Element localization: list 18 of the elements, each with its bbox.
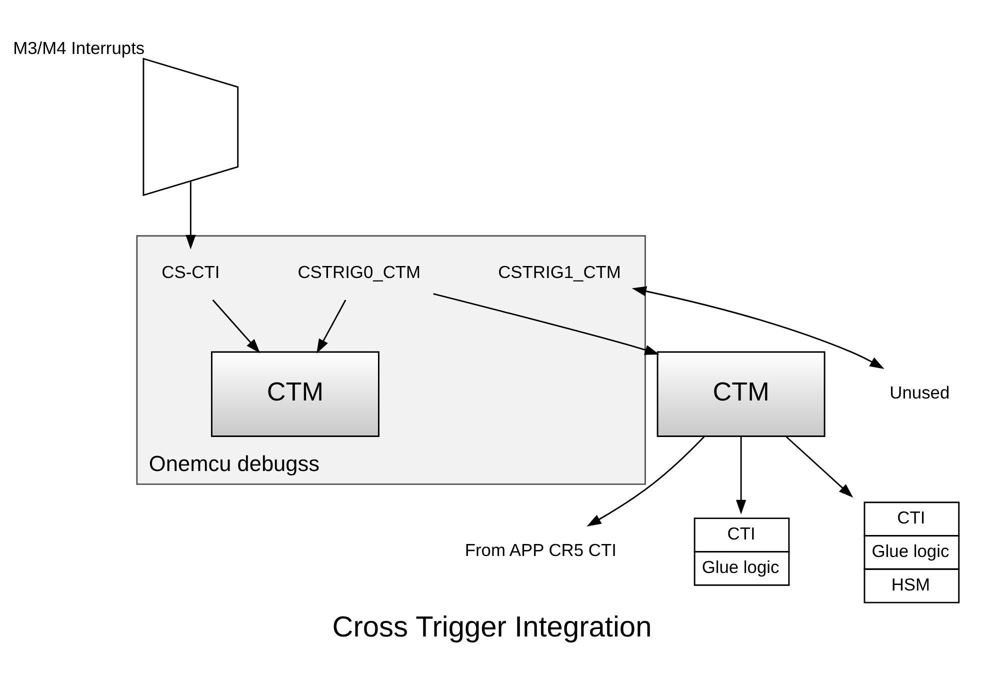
node-text: From APP CR5 CTI [464,540,616,560]
arrow [736,436,746,514]
arrow [786,436,854,498]
arrow [316,299,346,354]
arrow [433,292,660,354]
caption: Cross Trigger Integration [332,611,652,644]
node-box: CTM [211,350,380,436]
node-text: CSTRIG0_CTM [298,262,421,282]
arrow [632,286,884,369]
node-box: CTM [656,350,826,436]
node-text: Unused [890,382,950,402]
arrow [586,436,705,526]
node-text: CSTRIG1_CTM [498,262,621,282]
node-trapezoid [142,57,239,196]
node-label: M3/M4 Interrupts [13,37,145,58]
arrow [186,180,196,249]
arrow [212,299,260,353]
node-text: CS-CTI [162,262,220,282]
